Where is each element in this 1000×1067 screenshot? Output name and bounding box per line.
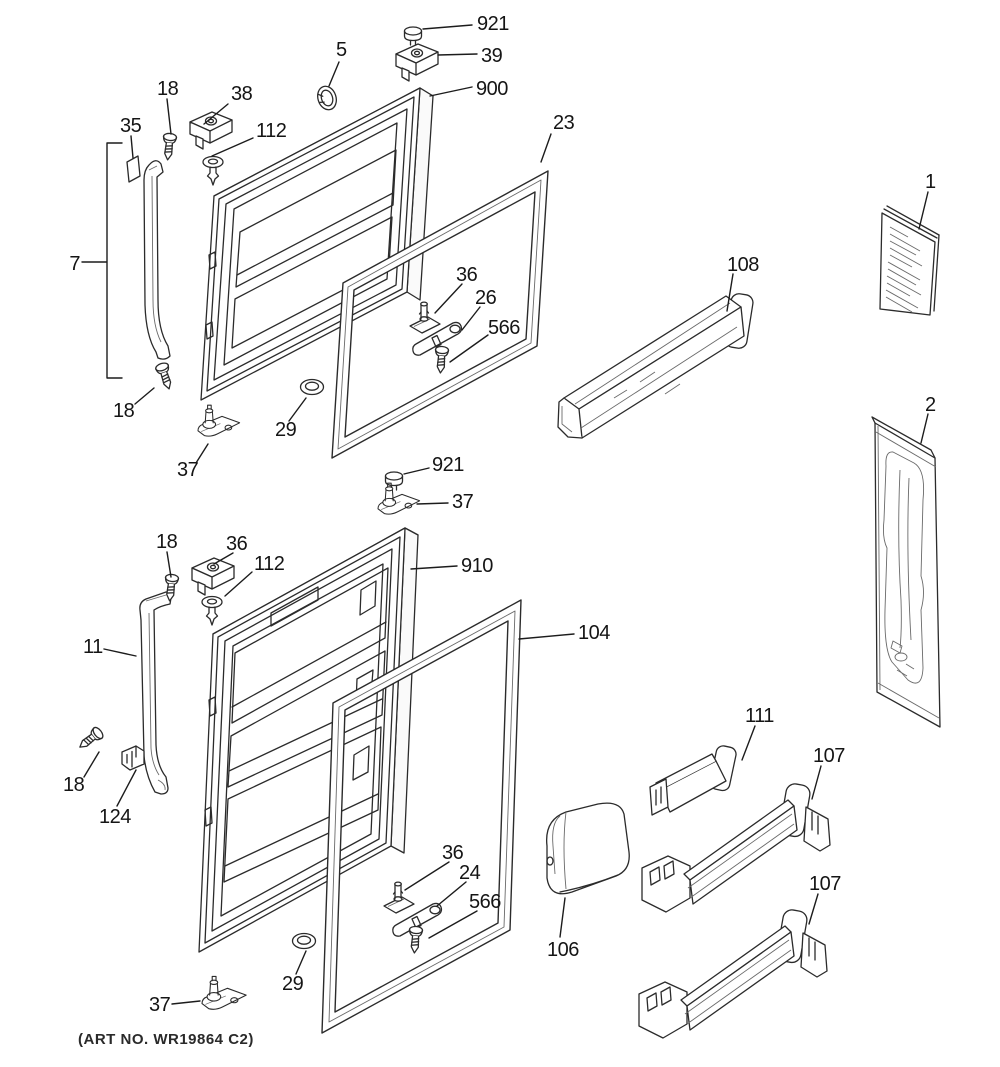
callout-1: 1 [925,171,936,193]
clip-112-lower [201,595,223,626]
screw-18-left [75,725,106,753]
callout-38: 38 [231,83,253,105]
door-stop-trim-7 [143,160,171,360]
callout-104: 104 [578,622,610,644]
leader-lines [83,24,929,1005]
callout-37-bottom: 37 [149,994,171,1016]
callout-921-lower: 921 [432,454,464,476]
shelf-bar-107-lower [638,907,828,1039]
bracket-39 [395,43,439,82]
handle-11 [139,591,172,795]
grommet-29-lower [291,932,317,950]
callout-18-lowtop: 18 [156,531,178,553]
callout-124: 124 [99,806,131,828]
bracket-36-lower-top [191,557,235,596]
callout-36-lowtop: 36 [226,533,248,555]
callout-900: 900 [476,78,508,100]
fresh-food-door-910 [198,527,419,953]
clip-112-top [202,155,224,186]
screw-18-midleft [154,361,176,392]
callout-112-lower: 112 [254,553,285,575]
cap-921-top [403,26,423,46]
booklet-1 [879,205,940,316]
handle-108 [557,293,754,439]
callout-910: 910 [461,555,493,577]
grommet-29-top [299,378,325,396]
gasket-23 [331,170,549,459]
callout-2: 2 [925,394,936,416]
callout-11: 11 [83,636,103,658]
chip-35 [126,155,141,183]
callout-112-top: 112 [256,120,287,142]
callout-36-lower: 36 [442,842,464,864]
callout-108: 108 [727,254,759,276]
bracket-37-mid [377,482,421,515]
cover-106 [545,802,630,895]
screw-18-top [160,132,178,162]
callout-39: 39 [481,45,503,67]
clip-124 [121,745,145,771]
panel-2 [871,416,941,728]
gasket-104 [321,599,522,1034]
art-number: (ART NO. WR19864 C2) [78,1031,254,1048]
callout-18-top: 18 [157,78,179,100]
screw-566-top [433,345,450,375]
callout-37-top: 37 [177,459,199,481]
bracket-37-top [197,404,241,437]
shelf-end-111 [649,745,737,816]
callout-921-top: 921 [477,13,509,35]
callout-26: 26 [475,287,497,309]
callout-24: 24 [459,862,481,884]
pin-36-top [409,301,441,334]
callout-107-lower: 107 [809,873,841,895]
callout-29-lower: 29 [282,973,304,995]
bracket-37-bottom [201,975,247,1010]
callout-106: 106 [547,939,579,961]
callout-29-top: 29 [275,419,297,441]
callout-23: 23 [553,112,575,134]
callout-36-top: 36 [456,264,478,286]
shelf-bar-107-upper [641,783,831,913]
callout-5: 5 [336,39,347,61]
callout-566-top: 566 [488,317,520,339]
callout-37-mid: 37 [452,491,474,513]
callout-18-left: 18 [63,774,85,796]
ring-5 [317,85,337,111]
callout-35: 35 [120,115,142,137]
callout-7: 7 [69,253,80,275]
screw-566-lower [407,925,424,955]
callout-566-lower: 566 [469,891,501,913]
callout-111: 111 [745,705,774,727]
callout-107-upper: 107 [813,745,845,767]
freezer-door-900 [200,87,434,401]
callout-7-bracket [81,142,123,379]
callout-18-midleft: 18 [113,400,135,422]
